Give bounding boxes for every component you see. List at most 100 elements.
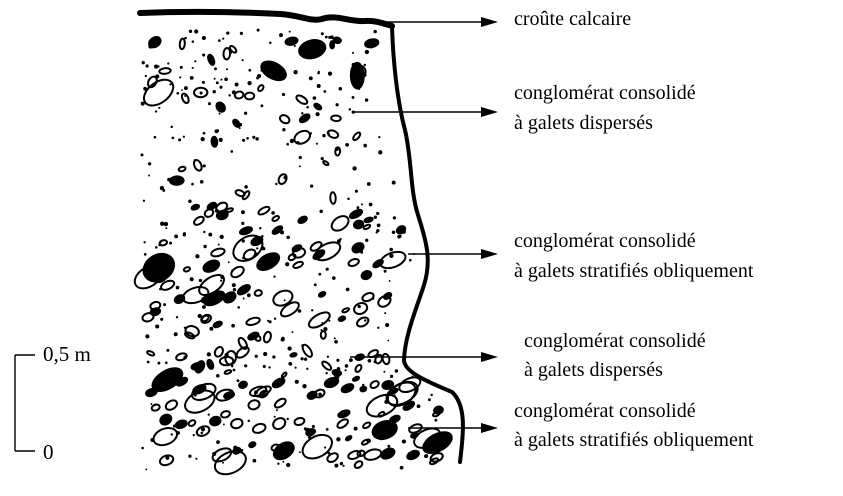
pebble bbox=[247, 399, 260, 411]
sediment-dot bbox=[244, 112, 247, 115]
sediment-dot bbox=[226, 31, 229, 34]
sediment-dot bbox=[237, 379, 240, 382]
sediment-dot bbox=[334, 340, 338, 344]
pebble bbox=[181, 93, 190, 105]
sediment-dot bbox=[321, 32, 324, 35]
sediment-dot bbox=[287, 346, 291, 350]
sediment-dot bbox=[369, 203, 373, 207]
sediment-dot bbox=[286, 418, 288, 420]
pebble bbox=[297, 37, 327, 61]
sediment-dot bbox=[273, 275, 275, 277]
sediment-dot bbox=[150, 403, 152, 405]
sediment-dot bbox=[154, 65, 158, 69]
label-layer1-line2: à galets dispersés bbox=[514, 110, 653, 137]
sediment-dot bbox=[282, 93, 285, 96]
pebble bbox=[215, 101, 227, 114]
sediment-dot bbox=[155, 324, 159, 328]
sediment-dot bbox=[145, 334, 149, 338]
pebble bbox=[354, 364, 362, 373]
sediment-dot bbox=[367, 182, 371, 186]
pebble bbox=[295, 94, 309, 106]
sediment-dot bbox=[336, 359, 339, 362]
scale-label-bottom: 0 bbox=[43, 439, 54, 466]
pebble bbox=[271, 416, 287, 431]
pebble bbox=[362, 421, 371, 429]
pebble bbox=[338, 316, 346, 322]
sediment-dot bbox=[377, 224, 381, 228]
sediment-dot bbox=[334, 464, 338, 468]
sediment-dot bbox=[243, 297, 245, 299]
sediment-dot bbox=[306, 368, 308, 370]
sediment-dot bbox=[171, 433, 173, 435]
sediment-dot bbox=[241, 210, 245, 214]
sediment-dot bbox=[365, 98, 368, 101]
sediment-dot bbox=[230, 150, 233, 153]
pebble bbox=[292, 261, 303, 270]
sediment-dot bbox=[300, 357, 303, 360]
sediment-dot bbox=[392, 181, 396, 185]
sediment-dot bbox=[202, 36, 206, 40]
pebble bbox=[285, 36, 298, 46]
sediment-dot bbox=[202, 81, 205, 84]
sediment-dot bbox=[176, 316, 178, 318]
sediment-dot bbox=[160, 318, 163, 321]
sediment-dot bbox=[176, 92, 179, 95]
pebble bbox=[183, 266, 190, 272]
sediment-dot bbox=[194, 29, 198, 33]
sediment-dot bbox=[339, 87, 343, 91]
pebble bbox=[299, 113, 311, 124]
sediment-dot bbox=[309, 76, 313, 80]
sediment-dot bbox=[306, 106, 309, 109]
sediment-dot bbox=[299, 451, 301, 453]
pebble bbox=[340, 382, 354, 393]
sediment-dot bbox=[184, 86, 188, 90]
sediment-dot bbox=[199, 279, 202, 282]
pebble bbox=[191, 204, 200, 211]
sediment-dot bbox=[228, 261, 230, 263]
sediment-dot bbox=[282, 461, 284, 463]
pebble bbox=[301, 343, 314, 358]
pebble bbox=[336, 418, 350, 430]
sediment-dot bbox=[255, 355, 258, 358]
sediment-dot bbox=[216, 440, 220, 444]
sediment-dot bbox=[374, 216, 377, 219]
sediment-dot bbox=[244, 185, 248, 189]
pebble bbox=[246, 316, 261, 326]
scale-label-top: 0,5 m bbox=[43, 341, 91, 368]
sediment-dot bbox=[365, 239, 368, 242]
pebble bbox=[220, 410, 230, 418]
sediment-dot bbox=[220, 235, 224, 239]
sediment-dot bbox=[188, 199, 192, 203]
sediment-dot bbox=[183, 233, 186, 236]
pebble bbox=[297, 215, 308, 224]
sediment-dot bbox=[203, 132, 206, 135]
label-layer3-line2: à galets dispersés bbox=[524, 357, 663, 384]
sediment-dot bbox=[395, 369, 398, 372]
sediment-dot bbox=[176, 286, 180, 290]
sediment-dot bbox=[200, 180, 204, 184]
pebble bbox=[322, 160, 329, 166]
leader-arrows bbox=[350, 17, 498, 433]
pebble bbox=[272, 215, 280, 222]
sediment-dot bbox=[312, 425, 315, 428]
sediment-dot bbox=[319, 210, 322, 213]
scale-bar bbox=[15, 355, 35, 451]
pebble bbox=[175, 419, 188, 429]
pebble bbox=[355, 316, 369, 329]
sediment-dot bbox=[248, 420, 250, 422]
sediment-dot bbox=[263, 352, 267, 356]
sediment-dot bbox=[310, 184, 313, 187]
sediment-dot bbox=[146, 64, 149, 67]
sediment-dot bbox=[272, 355, 275, 358]
sediment-dot bbox=[164, 222, 168, 226]
sediment-dot bbox=[286, 236, 290, 240]
sediment-dot bbox=[167, 62, 169, 64]
pebble bbox=[229, 265, 245, 280]
pebble bbox=[181, 386, 218, 417]
pebble bbox=[327, 129, 340, 139]
sediment-dot bbox=[288, 362, 292, 366]
pebble bbox=[294, 417, 305, 426]
sediment-dot bbox=[233, 369, 236, 372]
pebbles bbox=[131, 35, 455, 479]
sediment-dot bbox=[191, 183, 194, 186]
